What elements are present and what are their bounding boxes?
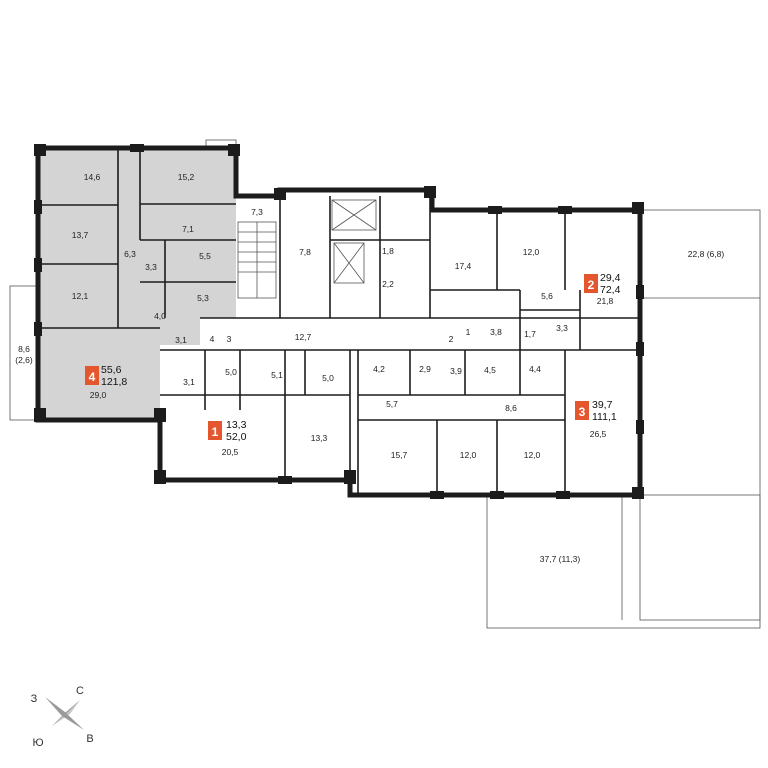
room-area: 4,5 [484,365,496,375]
apartment-living-area: 55,6 [101,364,122,376]
room-area: 12,0 [523,247,540,257]
room-area: 12,7 [295,332,312,342]
staircase [237,221,277,299]
badge-marker [208,421,222,440]
room-area: 22,8 (6,8) [688,249,725,259]
apartment-number: 1 [212,425,219,439]
room-area: 17,4 [455,261,472,271]
room-area: 7,8 [299,247,311,257]
apartment-number: 4 [89,370,96,384]
apartment-number: 2 [588,278,595,292]
room-area: 12,0 [460,450,477,460]
terrace-east [639,209,761,621]
room-area: 2,2 [382,279,394,289]
room-area: 20,5 [222,447,239,457]
room-area: 1,7 [524,329,536,339]
apartment-total-area: 52,0 [226,431,247,443]
room-area: 13,7 [72,230,89,240]
apartment-total-area: 121,8 [101,376,127,388]
entrance-number: 1 [466,327,471,337]
apartment-badge-3[interactable]: 3 39,7 111,1 [575,399,617,423]
compass-east: В [86,733,93,745]
room-area: 12,1 [72,291,89,301]
room-area: 8,6 [505,403,517,413]
room-area: 7,3 [251,207,263,217]
room-area: 6,3 [124,249,136,259]
room-area: 5,6 [541,291,553,301]
room-area: 5,5 [199,251,211,261]
room-area: 5,7 [386,399,398,409]
room-area: 2,9 [419,364,431,374]
room-area: 4,2 [373,364,385,374]
apartment-4-highlight[interactable] [38,148,236,420]
room-area: 3,1 [175,335,187,345]
room-area: 7,1 [182,224,194,234]
inner-walls [38,148,640,495]
entrance-number: 4 [210,334,215,344]
room-area: 5,1 [271,370,283,380]
compass-west: З [31,693,38,705]
room-area: 15,7 [391,450,408,460]
room-area: 3,3 [556,323,568,333]
entrance-number: 2 [449,334,454,344]
entrance-number: 3 [227,334,232,344]
room-area: 12,0 [524,450,541,460]
compass: С З Ю В [31,685,94,749]
compass-south: Ю [32,737,43,749]
compass-north: С [76,685,84,697]
apartment-badge-1[interactable]: 1 13,3 52,0 [208,419,247,443]
apartment-total-area: 111,1 [592,411,617,423]
room-area: 26,5 [590,429,607,439]
room-area: (2,6) [15,355,33,365]
badge-marker [584,274,598,293]
pillars [34,144,644,499]
apartment-living-area: 29,4 [600,272,621,284]
apartment-living-area: 39,7 [592,399,613,411]
apartment-badge-2[interactable]: 2 29,4 72,4 [584,272,621,296]
room-area: 21,8 [597,296,614,306]
badge-marker [85,366,99,385]
room-area: 8,6 [18,344,30,354]
room-area: 4,0 [154,311,166,321]
badge-marker [575,401,589,420]
room-area: 37,7 (11,3) [540,554,581,564]
room-area: 29,0 [90,390,107,400]
room-area: 4,4 [529,364,541,374]
room-area: 14,6 [84,172,101,182]
room-area: 5,3 [197,293,209,303]
room-area: 3,3 [145,262,157,272]
room-area: 15,2 [178,172,195,182]
room-area: 1,8 [382,246,394,256]
room-labels: 14,6 15,2 7,3 13,7 7,1 6,3 3,3 5,5 12,1 … [15,172,724,564]
apartment-number: 3 [579,405,586,419]
apartment-badge-4[interactable]: 4 55,6 121,8 [85,364,127,388]
room-area: 5,0 [322,373,334,383]
room-area: 3,1 [183,377,195,387]
apartment-living-area: 13,3 [226,419,247,431]
terrace-south [486,494,761,629]
room-area: 13,3 [311,433,328,443]
room-area: 3,9 [450,366,462,376]
room-area: 3,8 [490,327,502,337]
apartment-total-area: 72,4 [600,284,621,296]
room-area: 5,0 [225,367,237,377]
